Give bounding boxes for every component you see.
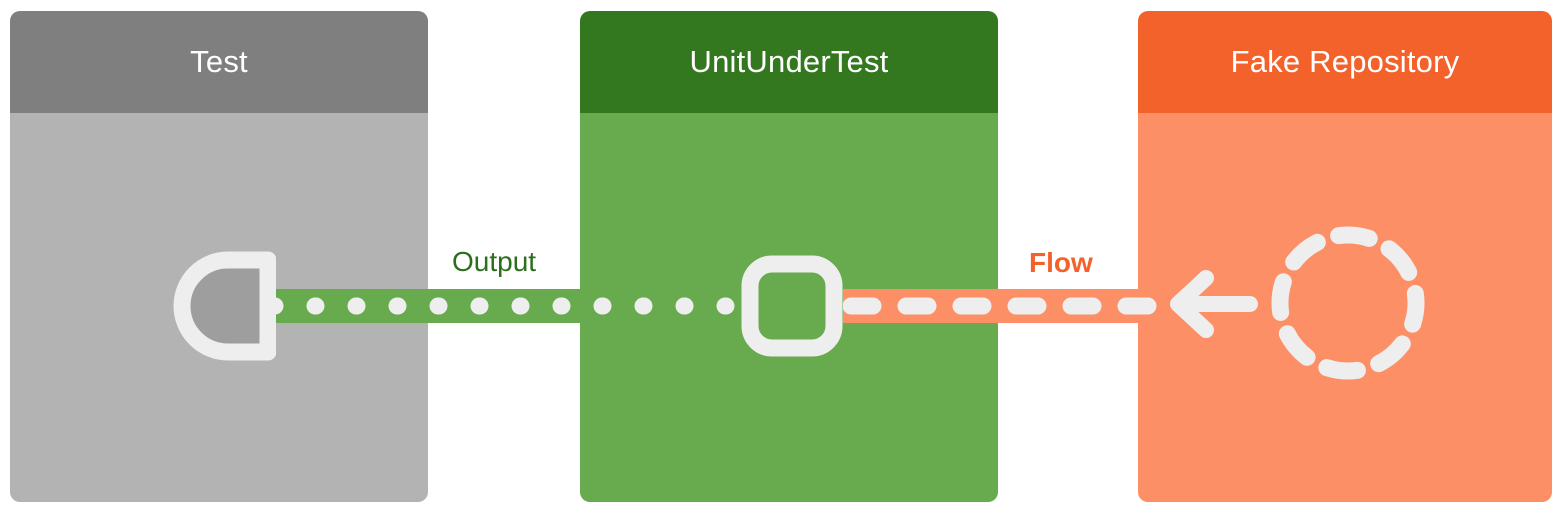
participant-fake-repository-label: Fake Repository bbox=[1230, 44, 1460, 79]
dashed-circle-icon[interactable] bbox=[1266, 221, 1430, 390]
output-dot-pattern bbox=[268, 297, 850, 315]
participant-unit-under-test-header: UnitUnderTest bbox=[580, 11, 998, 113]
message-label-flow: Flow bbox=[1029, 247, 1093, 278]
participant-unit-under-test-label: UnitUnderTest bbox=[689, 44, 889, 79]
participant-test-header: Test bbox=[10, 11, 428, 113]
rounded-square-icon[interactable] bbox=[736, 250, 848, 367]
participant-fake-repository-header: Fake Repository bbox=[1138, 11, 1552, 113]
message-label-output: Output bbox=[452, 246, 537, 277]
message-band-flow[interactable] bbox=[843, 289, 1173, 323]
arrow-left-icon[interactable] bbox=[1162, 268, 1258, 345]
participant-test-label: Test bbox=[190, 44, 248, 79]
flow-dash-pattern bbox=[843, 297, 1173, 315]
half-rounded-receiver-icon[interactable] bbox=[172, 250, 277, 367]
